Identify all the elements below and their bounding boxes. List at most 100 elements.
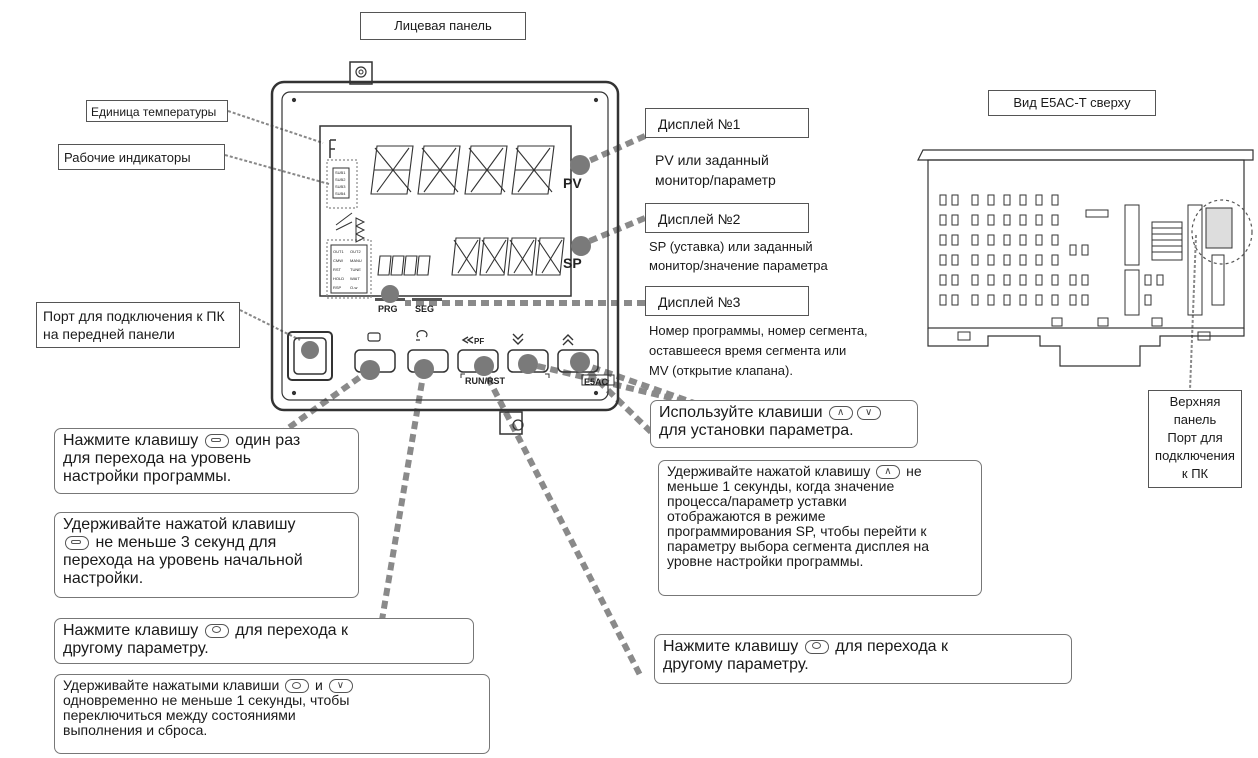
st-cmw: CMW bbox=[333, 258, 343, 263]
note-mode-key-once: Нажмите клавишу один раз для перехода на… bbox=[54, 428, 359, 494]
n3-c: другому параметру. bbox=[63, 640, 209, 657]
top-port-label: Верхняя панель Порт для подключения к ПК bbox=[1148, 390, 1242, 488]
ind-sub1: SUB1 bbox=[335, 170, 346, 175]
up-key-icon bbox=[876, 465, 901, 480]
thin-leaders bbox=[224, 110, 1197, 391]
display3-desc-3: MV (открытие клапана). bbox=[649, 363, 793, 378]
st-manu: MANU bbox=[350, 258, 362, 263]
pc-port-front-label: Порт для подключения к ПК на передней па… bbox=[36, 302, 240, 348]
note-run-reset: Удерживайте нажатыми клавиши и одновреме… bbox=[54, 674, 490, 754]
prg-label: PRG bbox=[378, 304, 398, 314]
n7-a: Нажмите клавишу bbox=[663, 638, 799, 655]
top-port-line4: подключения bbox=[1155, 448, 1235, 463]
n2-d: настройки. bbox=[63, 570, 144, 587]
st-out1: OUT1 bbox=[333, 249, 344, 254]
ind-sub2: SUB2 bbox=[335, 177, 346, 182]
n1-d: настройки программы. bbox=[63, 468, 232, 485]
ind-sub3: SUB3 bbox=[335, 184, 346, 189]
top-view-title: Вид E5AC-T сверху bbox=[988, 90, 1156, 116]
display1-desc-1: PV или заданный bbox=[655, 152, 769, 168]
cycle-key-icon bbox=[804, 639, 829, 654]
indicators-label: Рабочие индикаторы bbox=[58, 144, 225, 170]
model-label: E5AC bbox=[584, 377, 609, 387]
front-panel-title: Лицевая панель bbox=[360, 12, 526, 40]
n3-b: для перехода к bbox=[235, 622, 349, 639]
n2-b: не меньше 3 секунд для bbox=[95, 534, 277, 551]
n6-f: программирования SP, чтобы перейти к bbox=[667, 523, 927, 540]
display2-desc-1: SP (уставка) или заданный bbox=[649, 239, 813, 254]
n2-c: перехода на уровень начальной bbox=[63, 552, 303, 569]
note-cycle-key-right: Нажмите клавишу для перехода к другому п… bbox=[654, 634, 1072, 684]
down-key-icon bbox=[328, 679, 353, 694]
leader-key4 bbox=[524, 360, 701, 408]
display1-label: Дисплей №1 bbox=[645, 108, 809, 138]
top-view-device bbox=[917, 149, 1254, 367]
st-out2: OUT2 bbox=[350, 249, 361, 254]
top-view-slots bbox=[939, 194, 1233, 341]
mode-key-icon bbox=[204, 433, 229, 448]
st-tune: TUNE bbox=[350, 267, 361, 272]
n4-c: одновременно не меньше 1 секунды, чтобы bbox=[63, 692, 350, 709]
leader-key3 bbox=[479, 364, 643, 677]
n6-b: не bbox=[906, 463, 922, 479]
n5-a: Используйте клавиши bbox=[659, 404, 823, 421]
cycle-key-icon bbox=[285, 679, 310, 694]
down-key-icon bbox=[857, 405, 882, 420]
n4-b: и bbox=[315, 677, 323, 693]
n6-e: отображаются в режиме bbox=[667, 508, 826, 525]
display1-desc-2: монитор/параметр bbox=[655, 172, 776, 188]
n1-b: один раз bbox=[235, 432, 301, 449]
n1-a: Нажмите клавишу bbox=[63, 432, 199, 449]
n4-d: переключиться между состояниями bbox=[63, 707, 296, 724]
n4-a: Удерживайте нажатыми клавиши bbox=[63, 677, 280, 693]
mode-key-icon bbox=[65, 535, 89, 550]
n6-a: Удерживайте нажатой клавишу bbox=[667, 463, 871, 479]
n6-d: процесса/параметр уставки bbox=[667, 493, 847, 510]
up-key-icon bbox=[829, 405, 854, 420]
n1-c: для перехода на уровень bbox=[63, 450, 252, 467]
n6-c: меньше 1 секунды, когда значение bbox=[667, 478, 895, 495]
temp-unit-label: Единица температуры bbox=[86, 100, 228, 122]
ind-sub4: SUB4 bbox=[335, 191, 346, 196]
pf-label: PF bbox=[474, 337, 484, 346]
n7-c: другому параметру. bbox=[663, 656, 809, 673]
front-panel-device bbox=[270, 61, 620, 435]
n4-e: выполнения и сброса. bbox=[63, 722, 208, 739]
display2-label: Дисплей №2 bbox=[645, 203, 809, 233]
leader-key5b bbox=[577, 360, 655, 436]
leader-key2 bbox=[379, 369, 427, 621]
leader-display2 bbox=[578, 215, 647, 248]
top-port-line2: панель bbox=[1173, 412, 1217, 427]
top-port-line1: Верхняя bbox=[1169, 394, 1221, 409]
note-cycle-key: Нажмите клавишу для перехода к другому п… bbox=[54, 618, 474, 664]
n5-b: для установки параметра. bbox=[659, 422, 854, 439]
cycle-key-icon bbox=[204, 623, 229, 638]
leader-display1 bbox=[578, 133, 647, 168]
run-rst-label: RUN/RST bbox=[465, 376, 506, 386]
sp-label: SP bbox=[563, 255, 582, 271]
display2-desc-2: монитор/значение параметра bbox=[649, 258, 828, 273]
leader-key5 bbox=[579, 360, 701, 408]
n6-g: параметру выбора сегмента дисплея на bbox=[667, 538, 930, 555]
note-mode-key-hold: Удерживайте нажатой клавишу не меньше 3 … bbox=[54, 512, 359, 598]
st-wait: WAIT bbox=[350, 276, 360, 281]
top-port-line5: к ПК bbox=[1181, 466, 1209, 481]
seg-label: SEG bbox=[415, 304, 434, 314]
note-up-key-hold: Удерживайте нажатой клавишу не меньше 1 … bbox=[658, 460, 982, 596]
n2-a: Удерживайте нажатой клавишу bbox=[63, 516, 296, 533]
n7-b: для перехода к bbox=[835, 638, 949, 655]
display3-desc-1: Номер программы, номер сегмента, bbox=[649, 323, 868, 338]
display3-label: Дисплей №3 bbox=[645, 286, 809, 316]
display3-desc-2: оставшееся время сегмента или bbox=[649, 343, 847, 358]
n3-a: Нажмите клавишу bbox=[63, 622, 199, 639]
st-rsp: RSP bbox=[333, 285, 342, 290]
st-ow: O-w bbox=[350, 285, 357, 290]
top-port-line3: Порт для bbox=[1167, 430, 1223, 445]
callout-dots bbox=[301, 155, 591, 380]
st-hold: HOLD bbox=[333, 276, 344, 281]
st-rst: RST bbox=[333, 267, 342, 272]
n6-h: уровне настройки программы. bbox=[667, 553, 864, 570]
note-up-down-keys: Используйте клавиши для установки параме… bbox=[650, 400, 918, 448]
pv-label: PV bbox=[563, 175, 582, 191]
